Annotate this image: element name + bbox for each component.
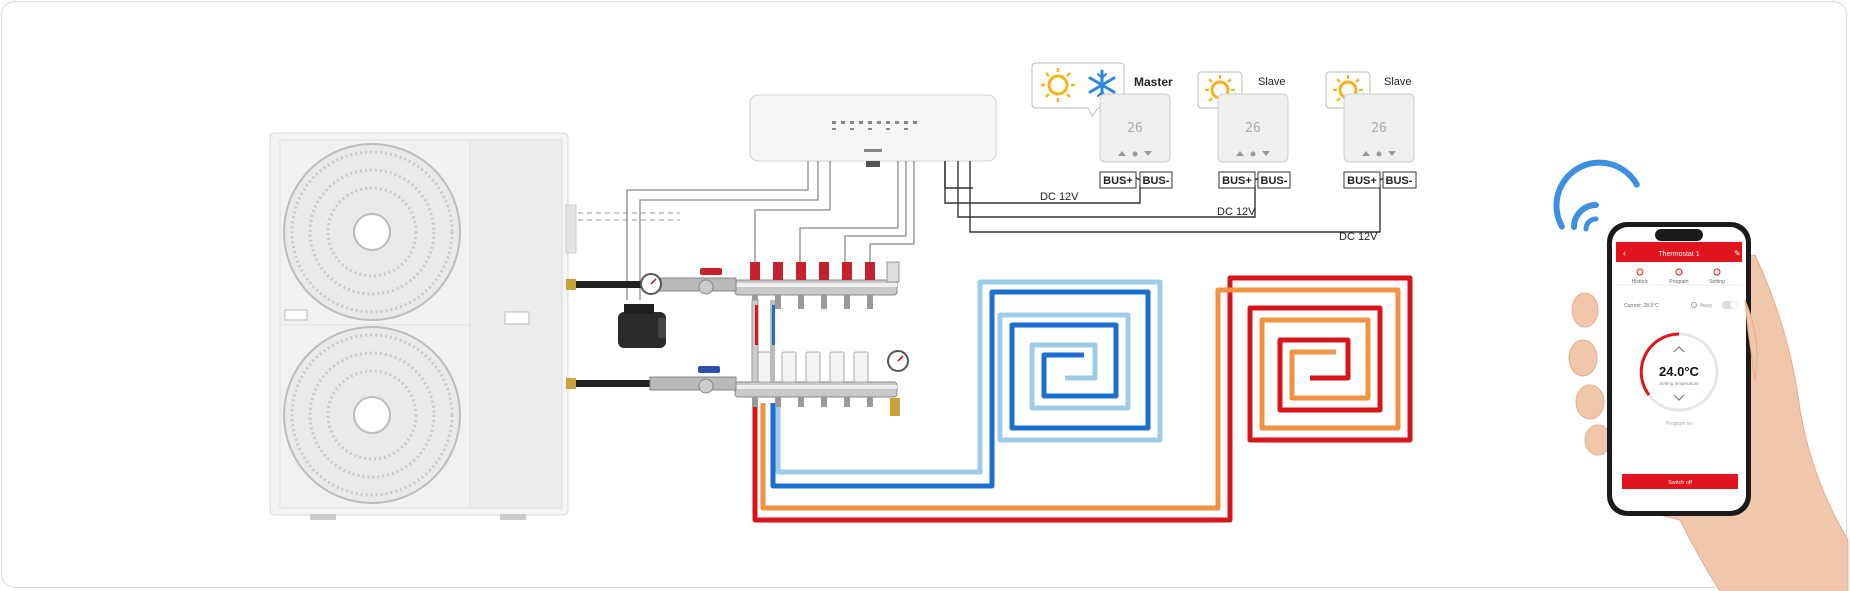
bus-minus-label: BUS-: [1261, 175, 1288, 187]
chevron-down-icon[interactable]: [1673, 394, 1685, 401]
back-icon[interactable]: ‹: [1623, 248, 1626, 258]
fan-top: [283, 143, 461, 321]
tab-program[interactable]: Program: [1669, 279, 1688, 285]
program-label: Program on: [1666, 421, 1692, 427]
thermostat-slave-1: Slave 26 BUS+ BUS-: [1197, 71, 1291, 189]
sun-icon: [1041, 68, 1075, 102]
bus-plus-label: BUS+: [1347, 175, 1377, 187]
switch-off-button[interactable]: [1622, 474, 1738, 489]
thermostat-role: Slave: [1384, 76, 1412, 88]
chevron-up-icon[interactable]: [1673, 346, 1685, 353]
heat-pump-unit: [269, 132, 577, 520]
floor-loops-cold: [770, 279, 1163, 489]
bus-plus-label: BUS+: [1222, 175, 1252, 187]
bus-minus-label: BUS-: [1386, 175, 1413, 187]
smartphone: ‹ Thermostat 1 ✎ Historic Program Settin…: [1607, 222, 1751, 516]
setpoint-temperature: 24.0°C: [1659, 364, 1700, 379]
dc-label-3: DC 12V: [1339, 231, 1378, 243]
dc-label-2: DC 12V: [1217, 206, 1256, 218]
thermostat-display: 26: [1371, 121, 1387, 136]
bus-minus-label: BUS-: [1143, 175, 1170, 187]
wiring-controller: [749, 94, 997, 167]
wifi-icon: [1553, 159, 1640, 232]
snowflake-icon: [1088, 69, 1116, 101]
thermostat-role: Master: [1134, 75, 1173, 89]
thermostat-display: 26: [1245, 121, 1261, 136]
floor-loops-hot: [752, 275, 1413, 523]
current-temp-label: Current: 28.5°C: [1624, 303, 1659, 309]
edit-icon[interactable]: ✎: [1734, 249, 1741, 258]
dc-label-1: DC 12V: [1040, 191, 1079, 203]
fan-bottom: [283, 326, 461, 504]
tab-historic[interactable]: Historic: [1632, 279, 1649, 285]
switch-off-label: Switch off: [1668, 480, 1692, 486]
away-label: Away: [1700, 303, 1713, 309]
tab-setting[interactable]: Setting: [1709, 279, 1725, 285]
thermostat-display: 26: [1127, 121, 1143, 136]
circulation-pump: [618, 304, 666, 348]
bus-plus-label: BUS+: [1103, 175, 1133, 187]
manifold: [618, 261, 909, 416]
thermostat-master: Master 26 BUS+ BUS-: [1031, 62, 1173, 189]
thermostat-role: Slave: [1258, 76, 1286, 88]
thermostat-slave-2: Slave 26 BUS+ BUS-: [1325, 71, 1417, 189]
setpoint-caption: Setting temperature: [1659, 381, 1699, 386]
phone-header-title: Thermostat 1: [1658, 251, 1699, 258]
